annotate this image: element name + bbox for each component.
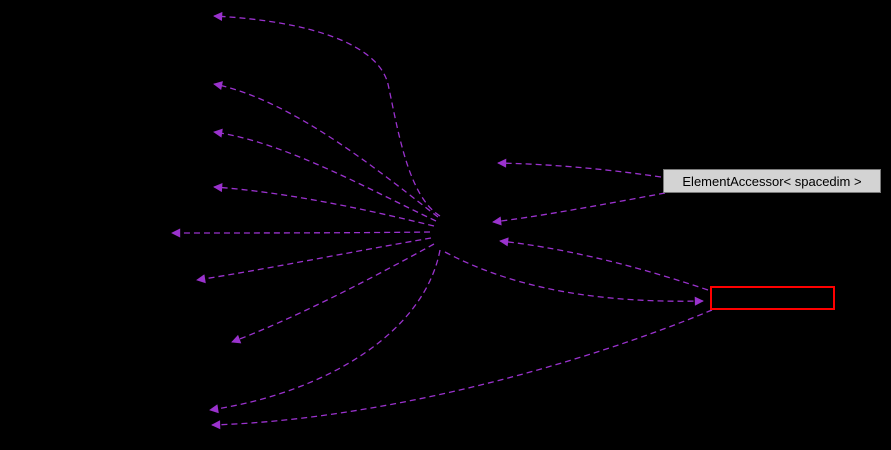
diagram-edge bbox=[444, 251, 704, 306]
diagram-edge bbox=[213, 11, 441, 217]
node-element-accessor-label: ElementAccessor< spacedim > bbox=[682, 173, 862, 189]
diagram-edge bbox=[196, 237, 432, 284]
diagram-edge bbox=[492, 192, 666, 226]
diagram-edge bbox=[499, 237, 709, 291]
diagram-edge bbox=[213, 81, 439, 218]
diagram-edge bbox=[211, 309, 713, 430]
node-element-accessor[interactable]: ElementAccessor< spacedim > bbox=[663, 169, 881, 193]
diagram-edge bbox=[213, 128, 437, 222]
diagram-edge bbox=[171, 228, 431, 238]
diagram-edge bbox=[497, 158, 662, 178]
node-highlighted[interactable] bbox=[710, 286, 835, 310]
diagram-edge bbox=[209, 249, 441, 414]
edge-group bbox=[171, 11, 713, 430]
diagram-edge bbox=[213, 183, 435, 227]
diagram-edge bbox=[231, 243, 435, 344]
